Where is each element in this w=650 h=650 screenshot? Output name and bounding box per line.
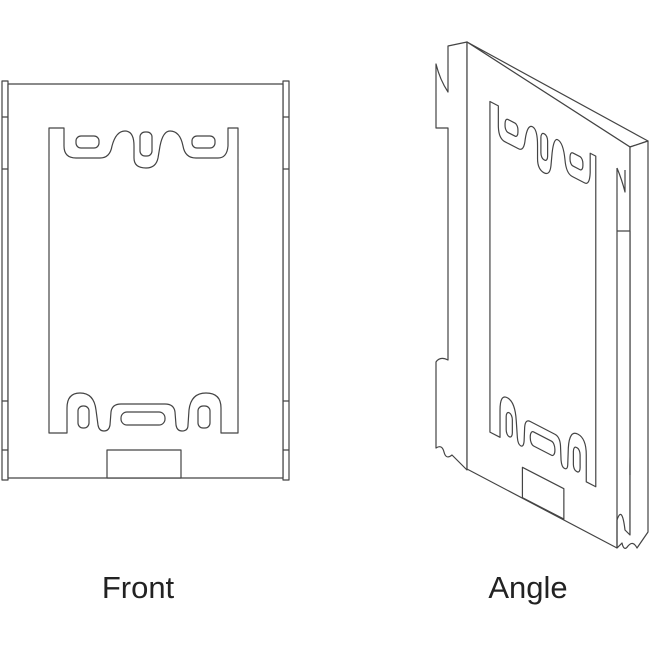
angle-label: Angle xyxy=(488,570,568,605)
front-label: Front xyxy=(101,570,175,605)
left-flange xyxy=(1,80,9,481)
angle-view-drawing xyxy=(435,41,649,549)
right-flange xyxy=(282,80,290,481)
angle-left-flange xyxy=(435,41,468,471)
angle-right-flange xyxy=(616,140,649,549)
front-view-drawing xyxy=(1,80,290,481)
